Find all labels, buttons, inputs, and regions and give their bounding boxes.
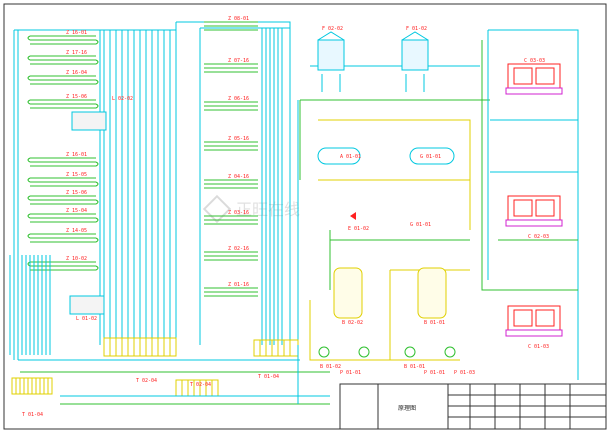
equipment-label: B 01-01 <box>424 320 445 326</box>
tower-label: F 02-02 <box>322 26 343 32</box>
manifold-left: T 01-04 <box>11 377 53 418</box>
coil-mid-4: Z 05-16 <box>204 136 258 151</box>
coil-left-8: Z 15-04 <box>27 208 99 223</box>
manifold-mid: T 02-04 <box>103 337 177 384</box>
compressor-label: C 02-03 <box>528 234 549 240</box>
coil-label: Z 15-05 <box>66 172 87 178</box>
compressor-3: C 01-03 <box>505 305 563 350</box>
coil-label: Z 15-04 <box>66 208 87 214</box>
coil-left-4: Z 15-06 <box>27 94 99 109</box>
manifold-label: T 01-04 <box>258 374 279 380</box>
tower-label: F 01-02 <box>406 26 427 32</box>
manifold-center: T 02-04 <box>175 379 219 397</box>
coil-mid-8: Z 01-16 <box>204 282 258 297</box>
cooling-tower-2: F 01-02 <box>401 26 429 92</box>
coil-left-2: Z 17-16 <box>27 50 99 65</box>
tank-l-upper: L 02-02 <box>71 96 133 131</box>
coil-left-10: Z 10-02 <box>27 256 99 271</box>
tank-label: L 01-02 <box>76 316 97 322</box>
coil-label: Z 02-16 <box>228 246 249 252</box>
equipment-label: E 01-02 <box>348 226 369 232</box>
coil-label: Z 16-01 <box>66 30 87 36</box>
equipment-label: A 01-01 <box>340 154 361 160</box>
separator-a: A 01-01 <box>317 147 361 165</box>
coil-label: Z 14-05 <box>66 228 87 234</box>
tank-label: L 02-02 <box>112 96 133 102</box>
coil-label: Z 01-16 <box>228 282 249 288</box>
coil-bank-mid: Z 08-01 Z 07-16 Z 06-16 Z 05-16 Z 04-16 … <box>204 16 258 297</box>
process-pipes <box>299 29 579 380</box>
coil-left-6: Z 15-05 <box>27 172 99 187</box>
coil-left-5: Z 16-01 <box>27 152 99 167</box>
coil-bank-left: Z 16-01 Z 17-16 Z 16-04 Z 15-06 Z 16-01 … <box>27 30 99 271</box>
title-block: 原理图 <box>339 383 607 430</box>
equipment-label: G 01-01 <box>420 154 441 160</box>
coil-mid-5: Z 04-16 <box>204 174 258 189</box>
drop-lines-left <box>9 255 51 355</box>
coil-label: Z 07-16 <box>228 58 249 64</box>
valve-e: E 01-02 <box>348 212 369 232</box>
coil-mid-2: Z 07-16 <box>204 58 258 73</box>
title-block-name: 原理图 <box>398 405 416 412</box>
drawing-frame <box>3 3 607 430</box>
manifold-label: T 01-04 <box>22 412 43 418</box>
equipment-label: G 01-01 <box>410 222 431 228</box>
cooling-tower-1: F 02-02 <box>317 26 345 92</box>
coil-label: Z 16-04 <box>66 70 87 76</box>
cyan-risers-left <box>13 22 177 360</box>
pump-group: B 01-02 P 01-01 B 01-01 P 01-01 P 01-03 <box>318 346 475 376</box>
compressor-1: C 03-03 <box>505 58 563 95</box>
pump-label: B 01-01 <box>404 364 425 370</box>
coil-label: Z 04-16 <box>228 174 249 180</box>
pump-label: P 01-01 <box>340 370 361 376</box>
tank-l-lower: L 01-02 <box>69 295 105 322</box>
coil-label: Z 03-16 <box>228 210 249 216</box>
pump-label: P 01-01 <box>424 370 445 376</box>
vessel-b-2: B 01-01 <box>417 267 447 326</box>
coil-label: Z 06-16 <box>228 96 249 102</box>
coil-mid-6: Z 03-16 <box>204 210 258 225</box>
coil-label: Z 16-01 <box>66 152 87 158</box>
coil-label: Z 05-16 <box>228 136 249 142</box>
coil-label: Z 15-06 <box>66 190 87 196</box>
watermark-text: 正旺在线 <box>236 200 300 219</box>
compressor-label: C 03-03 <box>524 58 545 64</box>
coil-left-3: Z 16-04 <box>27 70 99 85</box>
watermark: 正旺在线 <box>202 194 300 224</box>
vessel-b-1: B 02-02 <box>333 267 363 326</box>
coil-mid-7: Z 02-16 <box>204 246 258 261</box>
cyan-risers-mid <box>176 21 299 360</box>
coil-left-1: Z 16-01 <box>27 30 99 45</box>
coil-mid-1: Z 08-01 <box>204 16 258 31</box>
g-tank: G 01-01 <box>409 147 455 165</box>
pump-label: P 01-03 <box>454 370 475 376</box>
compressor-2: C 02-03 <box>505 195 563 240</box>
coil-label: Z 10-02 <box>66 256 87 262</box>
manifold-label: T 02-04 <box>190 382 211 388</box>
coil-label: Z 08-01 <box>228 16 249 22</box>
g-tank-2: G 01-01 <box>410 222 431 228</box>
bottom-headers <box>18 345 330 405</box>
coil-left-9: Z 14-05 <box>27 228 99 243</box>
coil-mid-3: Z 06-16 <box>204 96 258 111</box>
equipment-label: B 02-02 <box>342 320 363 326</box>
manifold-label: T 02-04 <box>136 378 157 384</box>
coil-label: Z 15-06 <box>66 94 87 100</box>
pump-label: B 01-02 <box>320 364 341 370</box>
coil-left-7: Z 15-06 <box>27 190 99 205</box>
coil-label: Z 17-16 <box>66 50 87 56</box>
compressor-label: C 01-03 <box>528 344 549 350</box>
